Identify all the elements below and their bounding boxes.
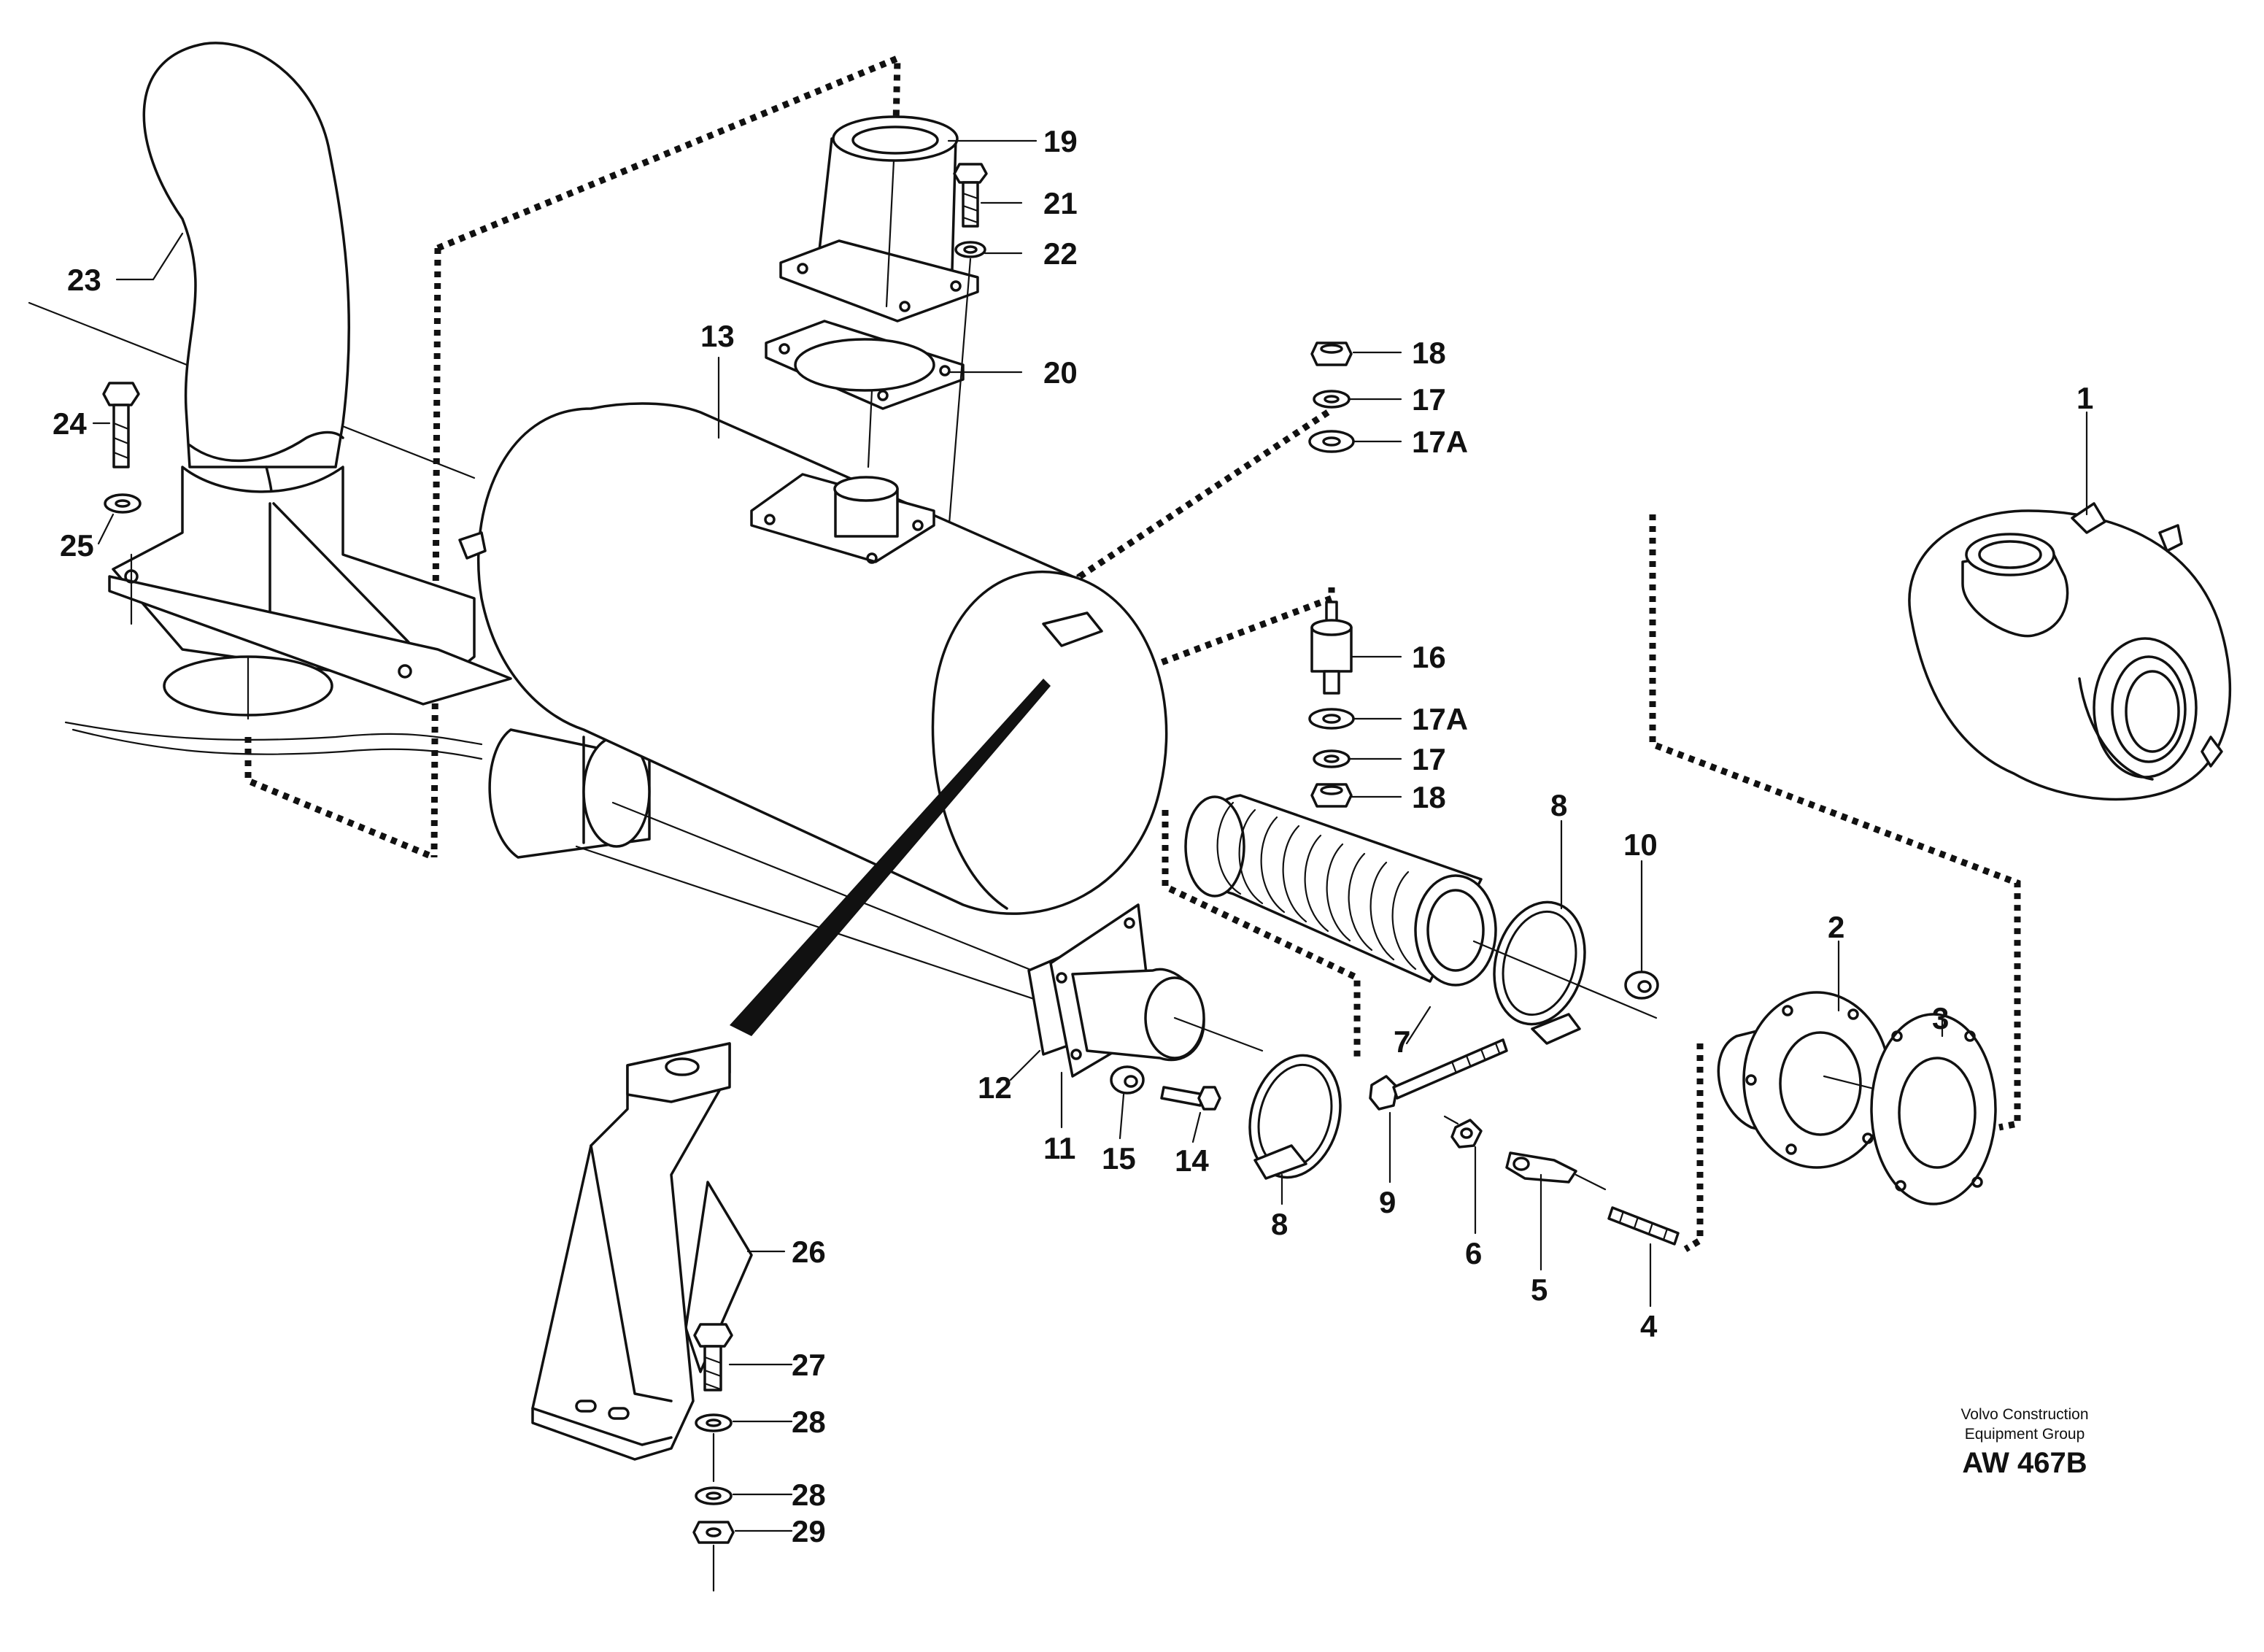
washer-17A-upper <box>1308 430 1355 453</box>
washer-28-upper <box>695 1413 733 1483</box>
callout-12: 12 <box>978 1070 1012 1105</box>
callout-27: 27 <box>792 1348 826 1382</box>
washer-25 <box>104 493 142 625</box>
outlet-pipe-19 <box>779 115 979 323</box>
washer-22 <box>947 241 986 534</box>
leader-lines <box>92 139 2088 1532</box>
callout-14: 14 <box>1175 1143 1209 1178</box>
nut-18-lower <box>1310 783 1353 808</box>
bolt-27 <box>693 1323 733 1392</box>
gasket-3 <box>1870 1013 1997 1205</box>
bolt-21 <box>953 163 988 228</box>
callout-6: 6 <box>1465 1236 1482 1270</box>
callout-18-lower: 18 <box>1412 780 1446 814</box>
nut-29 <box>692 1521 735 1592</box>
callout-19: 19 <box>1043 124 1078 158</box>
figure-credit: Volvo Construction Equipment Group AW 46… <box>1960 1406 2088 1479</box>
callout-26: 26 <box>792 1235 826 1269</box>
callout-28-lower: 28 <box>792 1478 826 1512</box>
turbocharger-1 <box>1908 502 2232 801</box>
callout-17-upper: 17 <box>1412 382 1446 417</box>
clamp-8-lower <box>1248 1054 1342 1180</box>
strap-5 <box>1505 1151 1607 1191</box>
callout-5: 5 <box>1531 1273 1548 1307</box>
washer-17-upper <box>1313 390 1351 409</box>
rubber-mount-16 <box>1310 601 1353 695</box>
callout-22: 22 <box>1043 236 1078 271</box>
callout-4: 4 <box>1640 1309 1658 1343</box>
bolt-14 <box>1160 1086 1221 1111</box>
inlet-pipe-11 <box>1049 903 1264 1078</box>
credit-line-2: Equipment Group <box>1965 1426 2085 1443</box>
callout-8-upper: 8 <box>1550 788 1567 822</box>
credit-line-1: Volvo Construction <box>1960 1406 2088 1423</box>
bracket-26 <box>531 1042 753 1461</box>
callout-17A-upper: 17A <box>1412 425 1468 459</box>
bracket-pointer <box>730 679 1051 1036</box>
callout-labels: 1 2 3 4 5 6 7 8 8 9 10 11 12 13 14 15 16… <box>53 124 2093 1548</box>
callout-15: 15 <box>1102 1141 1136 1176</box>
washer-17-lower <box>1313 749 1351 768</box>
callout-2: 2 <box>1828 910 1844 944</box>
bolt-24 <box>102 382 140 468</box>
bolt-9 <box>1369 1038 1508 1111</box>
callout-9: 9 <box>1379 1185 1396 1219</box>
callout-13: 13 <box>700 319 735 353</box>
callout-18-upper: 18 <box>1412 336 1446 370</box>
washer-17A-lower <box>1308 708 1355 730</box>
nut-18-upper <box>1310 341 1353 366</box>
gasket-20 <box>765 320 965 468</box>
callout-24: 24 <box>53 406 87 441</box>
callout-17-lower: 17 <box>1412 742 1446 776</box>
callout-29: 29 <box>792 1514 826 1548</box>
nut-6 <box>1443 1115 1483 1149</box>
callout-7: 7 <box>1394 1024 1410 1059</box>
callout-3: 3 <box>1932 1001 1949 1035</box>
callout-17A-lower: 17A <box>1412 702 1468 736</box>
callout-11: 11 <box>1043 1131 1075 1165</box>
flexible-hose-7 <box>1184 794 1497 987</box>
washer-28-lower <box>695 1486 733 1505</box>
figure-code: AW 467B <box>1962 1447 2087 1479</box>
callout-10: 10 <box>1623 827 1658 862</box>
callout-1: 1 <box>2076 381 2093 415</box>
stud-4 <box>1607 1206 1680 1246</box>
callout-28-upper: 28 <box>792 1405 826 1439</box>
callout-16: 16 <box>1412 640 1446 674</box>
nut-10 <box>1624 970 1659 1000</box>
callout-23: 23 <box>67 263 101 297</box>
flange-adapter-2 <box>1717 991 1986 1169</box>
callout-20: 20 <box>1043 355 1078 390</box>
exhaust-stack-pipe <box>108 42 512 720</box>
clamp-8-upper <box>1472 900 1658 1045</box>
callout-25: 25 <box>60 528 94 563</box>
callout-8-lower: 8 <box>1271 1207 1288 1241</box>
muffler-13 <box>458 402 1168 1008</box>
callout-21: 21 <box>1043 186 1078 220</box>
spacer-15 <box>1110 1065 1145 1095</box>
